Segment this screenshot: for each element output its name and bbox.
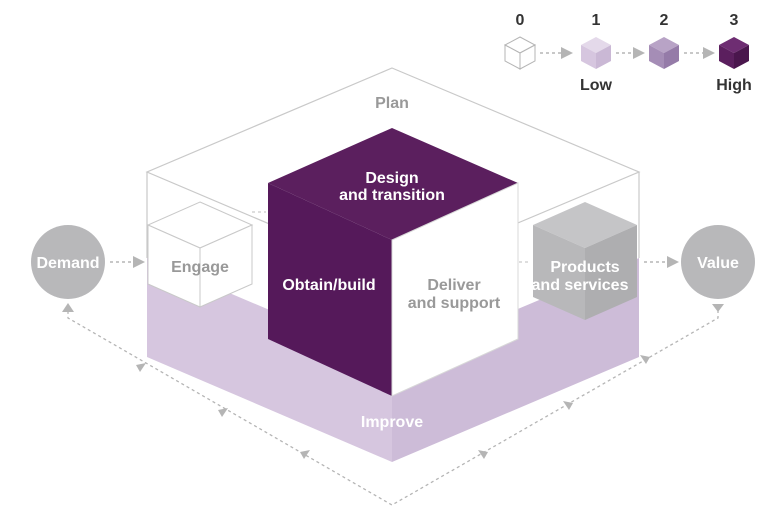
legend-level-0-number: 0 [516, 12, 525, 29]
demand-circle [31, 225, 105, 299]
improve-label: Improve [361, 414, 423, 431]
feedback-arrowhead-demand [62, 303, 74, 312]
value-label: Value [697, 255, 739, 272]
central-cube [268, 128, 519, 397]
legend-level-1-number: 1 [592, 12, 601, 29]
legend-level-2-number: 2 [660, 12, 669, 29]
plan-label: Plan [375, 95, 409, 112]
products-cube [533, 202, 637, 320]
legend-level-3-number: 3 [730, 12, 739, 29]
deliver-support-face [391, 182, 519, 397]
obtain-label: Obtain/build [282, 277, 375, 294]
legend-low-label: Low [580, 77, 613, 94]
demand-label: Demand [36, 255, 99, 272]
legend-cube-2-icon [649, 37, 679, 69]
feedback-chevron-left-3 [136, 363, 146, 372]
feedback-chevron-right-1 [640, 355, 650, 364]
feedback-chevron-right-2 [563, 401, 573, 410]
feedback-chevron-left-2 [218, 408, 228, 417]
legend: 0 1 2 3 Low High [503, 12, 752, 94]
obtain-build-face [268, 183, 392, 396]
feedback-arrowhead-value [712, 304, 724, 312]
feedback-chevron-right-3 [478, 450, 488, 459]
products-label-line1: Products [550, 259, 619, 276]
legend-cube-0-icon [503, 36, 537, 70]
deliver-label-line2: and support [408, 295, 501, 312]
engage-label: Engage [171, 259, 229, 276]
value-circle [681, 225, 755, 299]
design-label-line2: and transition [339, 187, 445, 204]
legend-high-label: High [716, 77, 752, 94]
legend-cube-3-icon [719, 37, 749, 69]
legend-cube-1-icon [581, 37, 611, 69]
design-label-line1: Design [365, 170, 418, 187]
design-transition-face [268, 128, 518, 240]
feedback-loop [62, 303, 724, 506]
products-label-line2: and services [532, 277, 629, 294]
feedback-chevron-left-1 [300, 450, 310, 459]
deliver-label-line1: Deliver [427, 277, 480, 294]
engage-cube [146, 201, 254, 308]
